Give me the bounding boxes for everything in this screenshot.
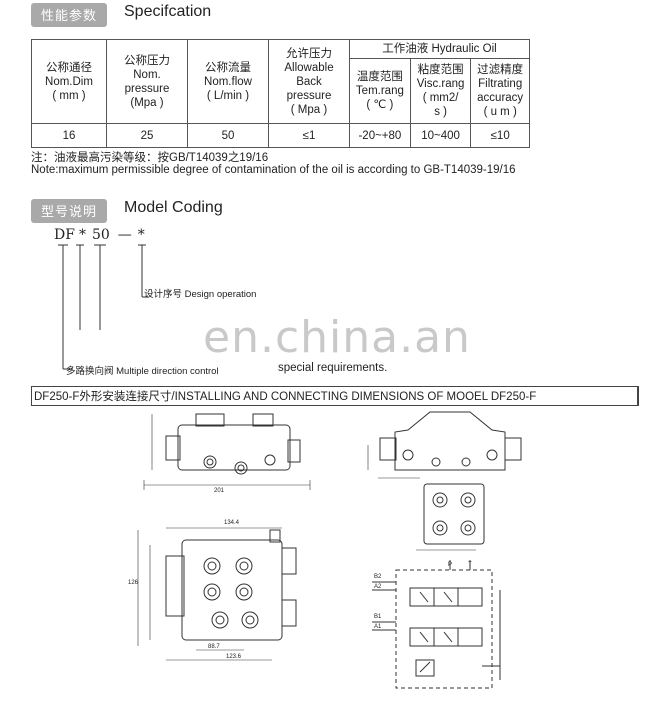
cell-line: 公称压力 (124, 54, 170, 67)
cell-line: ( ℃ ) (366, 99, 394, 111)
drawing-title: DF250-F外形安装连接尺寸/INSTALLING AND CONNECTIN… (31, 386, 639, 406)
cell-line: accuracy (477, 92, 524, 104)
model-section-title: Model Coding (124, 199, 223, 216)
dim-plan-sub2: 88.7 (208, 644, 220, 650)
dim-plan-sub: 123.6 (226, 654, 242, 660)
value-temp-range: -20~+80 (349, 123, 411, 148)
cell-line: Nom. (133, 68, 161, 81)
cell-line: 公称通径 (46, 61, 92, 74)
value-back-pressure: ≤1 (268, 123, 350, 148)
dim-height: 126 (128, 580, 139, 586)
value-nom-flow: 50 (187, 123, 269, 148)
special-requirements: special requirements. (278, 362, 388, 374)
watermark: en.china.an (203, 312, 471, 363)
cell-line: Back (296, 75, 322, 88)
dim-plan-width: 134.4 (224, 520, 240, 526)
code-star-1: * (78, 227, 86, 243)
end-view-drawing (367, 411, 522, 551)
spec-section-title: Specifcation (124, 3, 212, 20)
cell-line: Nom.Dim (45, 75, 93, 88)
port-label-b2: B2 (374, 574, 382, 580)
plan-view-drawing (137, 527, 297, 661)
cell-line: ( mm ) (52, 89, 86, 102)
cell-line: 过滤精度 (477, 64, 524, 76)
port-label-b1: B1 (374, 614, 382, 620)
cell-line: ( Mpa ) (290, 103, 328, 116)
spec-section-badge-text: 性能参数 (41, 8, 98, 23)
model-code: DF*50—* (54, 227, 145, 243)
cell-line: pressure (124, 82, 170, 95)
cell-line: Visc.rang (416, 78, 465, 90)
port-label-t: T (468, 562, 472, 568)
cell-line: 公称流量 (205, 61, 251, 74)
hydraulic-schematic (372, 560, 501, 689)
port-label-p: P (448, 562, 453, 568)
cell-line: (Mpa ) (130, 96, 164, 109)
cell-line: ( mm2/ (422, 92, 459, 104)
code-df: DF (54, 227, 75, 243)
code-dash: — (117, 227, 132, 243)
cell-line: Tem.rang (355, 85, 404, 97)
value-nom-dim: 16 (31, 123, 107, 148)
cell-line: s ) (434, 106, 447, 118)
code-50: 50 (91, 227, 110, 243)
multiple-direction-label: 多路换向阀 Multiple direction control (66, 366, 219, 377)
model-section-badge-text: 型号说明 (41, 204, 98, 219)
cell-line: Nom.flow (204, 75, 252, 88)
header-visc-range: 粘度范围 Visc.rang ( mm2/s ) (409, 58, 472, 124)
dim-top-width: 201 (214, 488, 225, 494)
cell-line: 温度范围 (356, 71, 403, 83)
header-temp-range: 温度范围 Tem.rang ( ℃ ) (349, 58, 411, 124)
side-view-drawing (143, 413, 311, 490)
port-label-a2: A2 (374, 584, 382, 590)
cell-line: pressure (286, 89, 332, 102)
spec-section-badge: 性能参数 (31, 3, 108, 27)
value-nom-pressure: 25 (106, 123, 188, 148)
cell-line: Allowable (284, 61, 334, 74)
port-label-a1: A1 (374, 624, 382, 630)
value-filtrating: ≤10 (470, 123, 530, 148)
code-star-2: * (137, 227, 145, 243)
cell-line: ( u m ) (483, 106, 517, 118)
cell-line: 粘度范围 (417, 64, 464, 76)
model-section-badge: 型号说明 (31, 199, 108, 223)
cell-line: ( L/min ) (206, 89, 250, 102)
note-en: Note:maximum permissible degree of conta… (31, 164, 516, 176)
value-visc-range: 10~400 (409, 123, 472, 148)
note-cn: 注：油液最高污染等级：按GB/T14039之19/16 (31, 152, 269, 164)
cell-line: Filtrating (478, 78, 523, 90)
cell-line: 允许压力 (286, 47, 332, 60)
design-operation-label: 设计序号 Design operation (144, 289, 257, 300)
